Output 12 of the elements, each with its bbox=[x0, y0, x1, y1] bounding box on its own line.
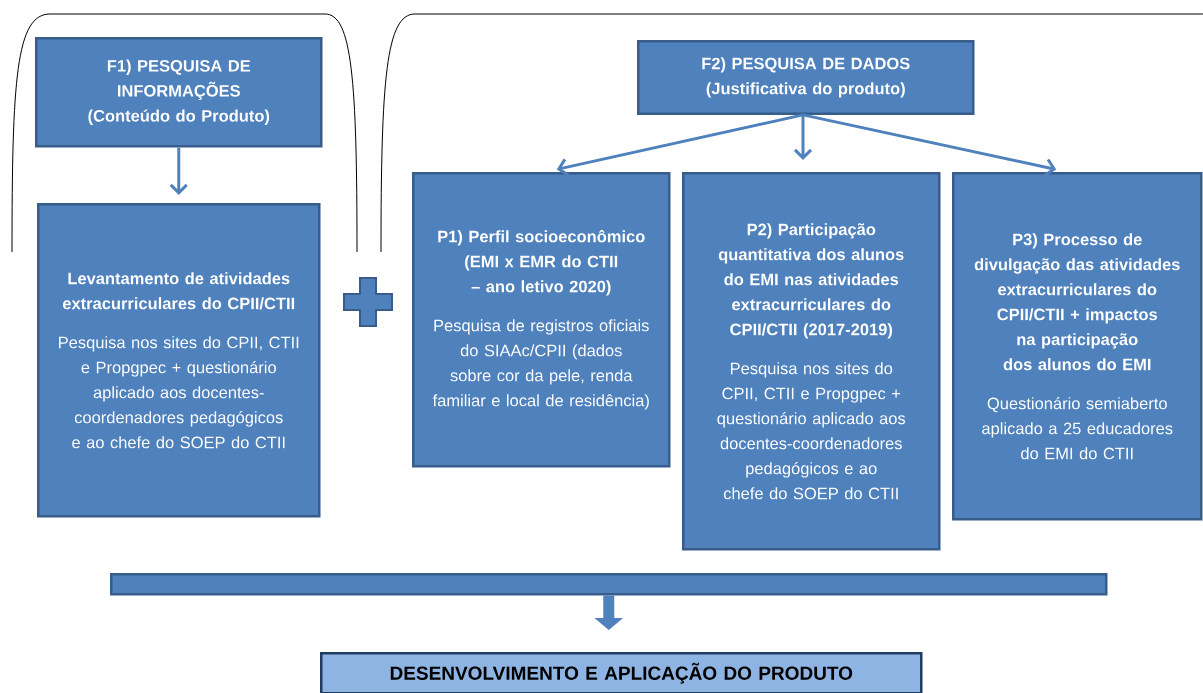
title-box: DESENVOLVIMENTO E APLICAÇÃO DO PRODUTO bbox=[320, 652, 923, 693]
process-box: Levantamento de atividades extracurriculares do CPII/CTII Pesquisa nos sites do CPII, CTII e Propgpec + questionário aplicado aos docentes-coordenadores pedagógicos e ao chefe do SOEP do CTII bbox=[37, 203, 321, 518]
bar bbox=[110, 573, 1108, 596]
arrow bbox=[556, 113, 804, 177]
process-box: P2) Participação quantitativa dos alunos do EMI nas atividades extracurriculares do CPII/CTII (2017-2019) Pesquisa nos sites do CPII, CTII e Propgpec + questionário aplicado aos docentes-coordenadores pedagógicos e ao chefe do SOEP do CTII bbox=[682, 172, 941, 551]
arrow bbox=[802, 113, 1057, 177]
process-box: F1) PESQUISA DE INFORMAÇÕES (Conteúdo do Produto) bbox=[35, 37, 323, 148]
process-box: P1) Perfil socioeconômico (EMI x EMR do CTII – ano letivo 2020) Pesquisa de registros oficiais do SIAAc/CPII (dados sobre cor da pele, renda familiar e local de residência) bbox=[412, 172, 671, 468]
arrow bbox=[169, 147, 188, 195]
arrow bbox=[793, 114, 813, 160]
process-box: F2) PESQUISA DE DADOS (Justificativa do produto) bbox=[637, 40, 975, 115]
process-box: P3) Processo de divulgação das atividades extracurriculares do CPII/CTII + impactos na participação dos alunos do EMI Questionário semiaberto aplicado a 25 educadores do EMI do CTII bbox=[952, 172, 1203, 521]
